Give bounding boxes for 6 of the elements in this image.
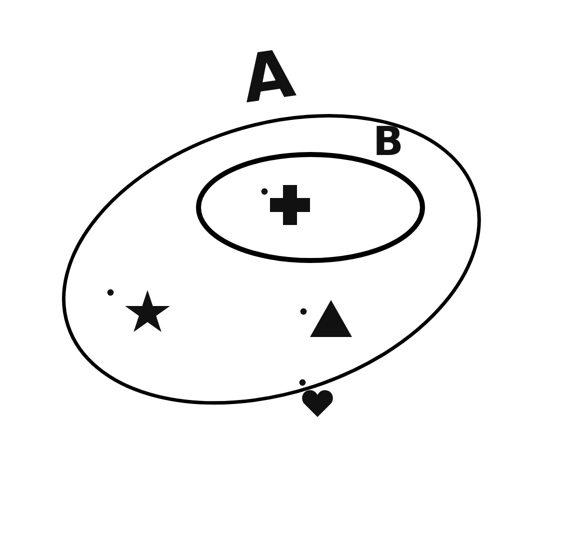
triangle-icon	[310, 300, 352, 337]
star-icon	[125, 290, 170, 332]
set-label: B	[373, 122, 404, 162]
heart-icon	[302, 390, 333, 417]
plus-icon	[270, 185, 310, 225]
set-label: A	[238, 40, 298, 114]
